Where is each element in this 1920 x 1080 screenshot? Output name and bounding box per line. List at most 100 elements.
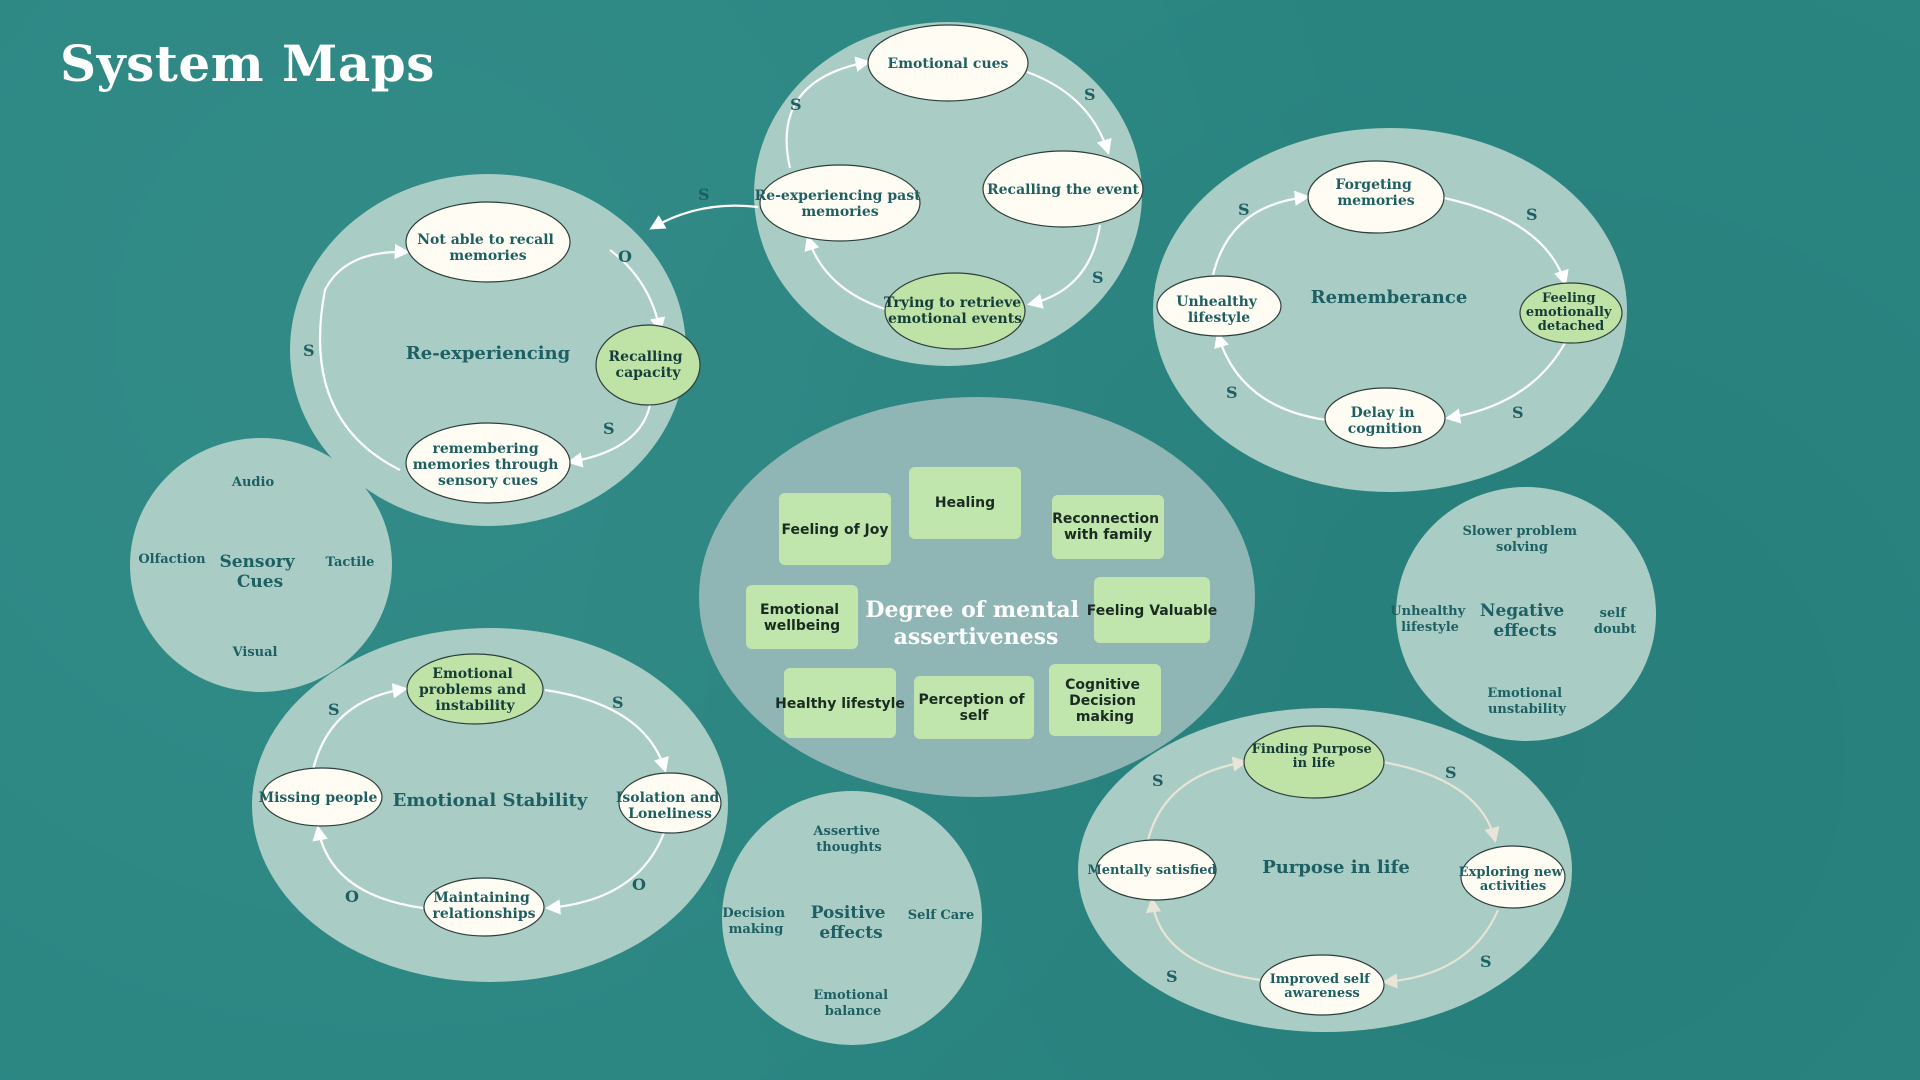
- link-arrow: [311, 683, 409, 771]
- outgoing-link-arrow: [649, 204, 759, 230]
- link-polarity: S: [328, 700, 340, 719]
- node-label: Emotional problems and instability: [419, 666, 531, 714]
- positive-effects-map: Positive effects Assertive thoughts Deci…: [722, 824, 974, 1019]
- link-polarity: S: [1226, 383, 1238, 402]
- link-arrow: [1027, 224, 1102, 309]
- effect-item: Self Care: [908, 908, 975, 923]
- node-mentally-satisfied[interactable]: Mentally satisfied: [1087, 839, 1217, 901]
- node-shape: [884, 272, 1026, 350]
- node-shape: [261, 767, 383, 827]
- rememberance-map: S S S S Rememberance Forgeting memories …: [1156, 160, 1623, 449]
- node-missing-people[interactable]: Missing people: [259, 767, 383, 827]
- node-recalling-capacity[interactable]: Recalling capacity: [595, 324, 701, 406]
- box-shape: [909, 467, 1021, 539]
- node-emotional-problems[interactable]: Emotional problems and instability: [406, 653, 544, 725]
- box-shape: [914, 676, 1034, 739]
- node-label: Trying to retrieve emotional events: [884, 295, 1026, 327]
- map-title: Re-experiencing: [406, 343, 571, 364]
- box-reconnection-with-family[interactable]: Reconnection with family: [1052, 495, 1164, 559]
- box-label: Healthy lifestyle: [775, 696, 905, 712]
- link-arrow: [1444, 342, 1566, 424]
- map-title: Emotional Stability: [393, 790, 588, 811]
- node-label: Delay in cognition: [1348, 405, 1422, 437]
- node-label: Maintaining relationships: [432, 890, 535, 922]
- link-arrow: [544, 829, 667, 915]
- node-forgeting-memories[interactable]: Forgeting memories: [1307, 160, 1445, 234]
- link-polarity: O: [632, 875, 646, 894]
- node-exploring-new-activities[interactable]: Exploring new activities: [1459, 845, 1568, 909]
- emotional-stability-map: S O O S Emotional Stability Emotional pr…: [259, 653, 724, 937]
- node-label: Improved self awareness: [1270, 972, 1375, 1001]
- node-label: Exploring new activities: [1459, 865, 1568, 894]
- node-not-able-to-recall[interactable]: Not able to recall memories: [405, 201, 571, 283]
- link-arrow: [1211, 190, 1311, 276]
- emotional-cues-circle: [754, 22, 1142, 366]
- purpose-in-life-circle: [1078, 708, 1572, 1032]
- link-polarity: S: [1238, 200, 1250, 219]
- box-healthy-lifestyle[interactable]: Healthy lifestyle: [775, 668, 905, 738]
- box-feeling-of-joy[interactable]: Feeling of Joy: [779, 493, 891, 565]
- node-shape: [1307, 160, 1445, 234]
- node-label: Feeling emotionally detached: [1526, 291, 1616, 334]
- box-cognitive-decision-making[interactable]: Cognitive Decision making: [1049, 664, 1161, 736]
- effect-item: Decision making: [722, 906, 789, 937]
- node-trying-to-retrieve[interactable]: Trying to retrieve emotional events: [884, 272, 1026, 350]
- box-shape: [1094, 577, 1210, 643]
- node-isolation-and-loneliness[interactable]: Isolation and Loneliness: [616, 772, 724, 834]
- node-remembering-memories[interactable]: remembering memories through sensory cue…: [405, 422, 571, 504]
- node-emotional-cues[interactable]: Emotional cues: [867, 24, 1029, 102]
- box-label: Feeling of Joy: [782, 522, 889, 538]
- node-delay-in-cognition[interactable]: Delay in cognition: [1324, 387, 1446, 449]
- node-shape: [1324, 387, 1446, 449]
- effect-item: Unhealthy lifestyle: [1390, 604, 1469, 635]
- node-improved-self-awareness[interactable]: Improved self awareness: [1259, 954, 1385, 1016]
- link-polarity: S: [612, 693, 624, 712]
- box-perception-of-self[interactable]: Perception of self: [914, 676, 1034, 739]
- box-emotional-wellbeing[interactable]: Emotional wellbeing: [746, 585, 858, 649]
- node-finding-purpose[interactable]: Finding Purpose in life: [1243, 725, 1385, 799]
- box-feeling-valuable[interactable]: Feeling Valuable: [1087, 577, 1218, 643]
- box-label: Emotional wellbeing: [760, 602, 844, 634]
- node-label: Re-experiencing past memories: [755, 188, 926, 220]
- sensory-item: Olfaction: [138, 552, 206, 567]
- link-polarity: S: [790, 95, 802, 114]
- node-maintaining-relationships[interactable]: Maintaining relationships: [423, 877, 545, 937]
- box-shape: [746, 585, 858, 649]
- negative-effects-map: Negative effects Slower problem solving …: [1390, 524, 1636, 717]
- node-shape: [1243, 725, 1385, 799]
- node-label: Not able to recall memories: [417, 232, 559, 264]
- map-title: Sensory Cues: [219, 552, 300, 592]
- node-label: Missing people: [259, 790, 378, 806]
- node-shape: [1156, 275, 1282, 337]
- re-experiencing-circle: [290, 174, 686, 526]
- box-label: Feeling Valuable: [1087, 603, 1218, 619]
- node-shape: [423, 877, 545, 937]
- map-title: Positive effects: [811, 903, 892, 943]
- node-re-experiencing-past-memories[interactable]: Re-experiencing past memories: [755, 164, 926, 242]
- link-polarity: S: [303, 341, 315, 360]
- node-shape: [759, 164, 921, 242]
- effect-item: Slower problem solving: [1462, 524, 1581, 555]
- link-arrow: [1145, 896, 1261, 982]
- link-polarity: S: [603, 419, 615, 438]
- node-shape: [1095, 839, 1217, 901]
- link-polarity: S: [1152, 771, 1164, 790]
- link-arrow: [1146, 756, 1249, 841]
- link-polarity: S: [1092, 268, 1104, 287]
- link-arrow: [609, 249, 666, 334]
- link-arrow: [312, 824, 424, 910]
- node-shape: [595, 324, 701, 406]
- link-arrow: [785, 56, 872, 169]
- rememberance-circle: [1153, 128, 1627, 492]
- node-recalling-the-event[interactable]: Recalling the event: [982, 150, 1144, 228]
- link-arrow: [1381, 909, 1500, 989]
- map-title: Rememberance: [1311, 287, 1468, 308]
- node-feeling-emotionally-detached[interactable]: Feeling emotionally detached: [1519, 282, 1623, 344]
- node-label: Emotional cues: [888, 56, 1009, 72]
- link-arrow: [1214, 332, 1328, 422]
- box-healing[interactable]: Healing: [909, 467, 1021, 539]
- sensory-cues-circle: [130, 438, 392, 692]
- node-unhealthy-lifestyle[interactable]: Unhealthy lifestyle: [1156, 275, 1282, 337]
- box-shape: [1052, 495, 1164, 559]
